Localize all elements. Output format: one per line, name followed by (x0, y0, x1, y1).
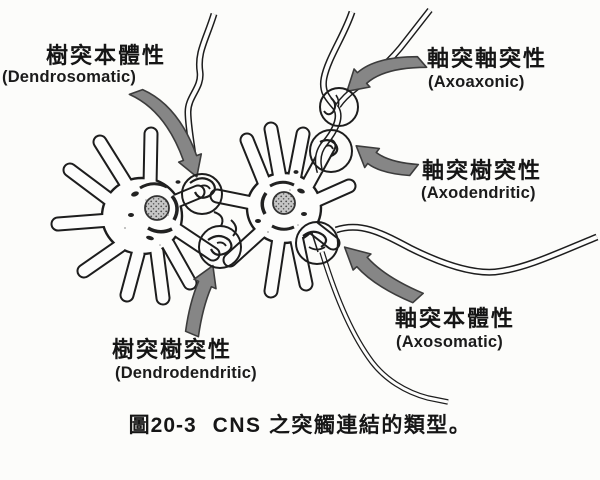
label-axosomatic-en: (Axosomatic) (396, 333, 503, 351)
left-neuron (50, 126, 221, 306)
descending-axon-tube (314, 10, 356, 174)
figure-caption-text: CNS 之突觸連結的類型。 (212, 414, 472, 437)
synapse-circle-dendrodendritic (198, 225, 242, 269)
arrow-axosomatic (343, 246, 424, 304)
label-dendrodendritic-en: (Dendrodendritic) (115, 364, 257, 382)
label-axoaxonic-zh: 軸突軸突性 (427, 46, 548, 71)
arrow-axodendritic (355, 145, 420, 177)
label-axoaxonic-en: (Axoaxonic) (428, 73, 525, 91)
synaptic-boutons (189, 94, 340, 256)
figure-caption: 圖20-3 CNS 之突觸連結的類型。 (0, 409, 600, 439)
synapse-circle-axoaxonic (319, 87, 359, 127)
arrow-dendrosomatic (128, 88, 203, 178)
label-axosomatic-zh: 軸突本體性 (395, 306, 516, 331)
left-organelle-granules (128, 180, 181, 241)
label-dendrosomatic-en: (Dendrosomatic) (2, 68, 137, 86)
synapse-circle-dendrosomatic (181, 173, 223, 215)
right-nucleus (272, 191, 296, 215)
axosomatic-afferent-axon (334, 223, 599, 276)
synapse-circle-axodendritic (309, 129, 353, 173)
left-nucleus (144, 195, 170, 221)
synapse-circle-axosomatic (295, 221, 339, 265)
label-dendrodendritic-zh: 樹突樹突性 (112, 337, 233, 362)
label-axodendritic-zh: 軸突樹突性 (422, 158, 543, 183)
right-organelle-granules (255, 170, 307, 223)
left-organelles (139, 182, 179, 234)
label-dendrosomatic-zh: 樹突本體性 (46, 43, 167, 68)
figure-number: 圖20-3 (128, 414, 197, 437)
exiting-axon (319, 251, 449, 405)
label-axodendritic-en: (Axodendritic) (421, 184, 536, 202)
right-organelles (260, 180, 295, 231)
arrow-dendrodendritic (184, 264, 217, 338)
arrow-axoaxonic (346, 55, 428, 93)
